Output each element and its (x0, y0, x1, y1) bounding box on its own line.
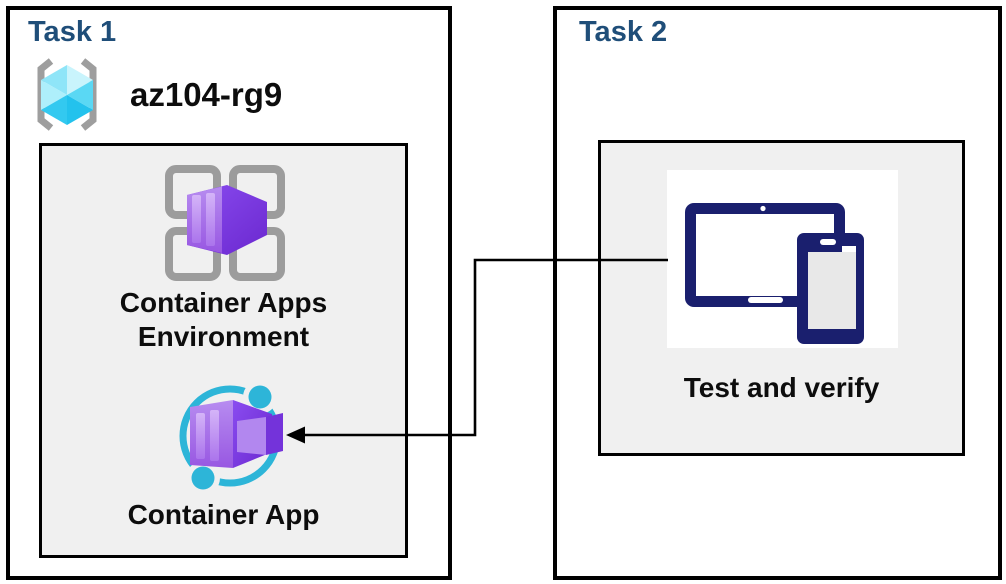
devices-icon-background (667, 170, 898, 348)
task1-title: Task 1 (28, 16, 117, 48)
task2-title: Task 2 (579, 16, 668, 48)
container-apps-environment-icon (163, 163, 287, 283)
container-apps-environment-label: Container Apps Environment (42, 286, 405, 354)
task1-box: Task 1 az104-rg9 (6, 6, 452, 580)
task2-box: Task 2 (553, 6, 1002, 580)
devices-icon (667, 170, 898, 348)
env-label-line1: Container Apps (119, 287, 328, 318)
container-app-label: Container App (127, 499, 320, 530)
resource-group-name: az104-rg9 (130, 76, 283, 113)
container-app-icon (175, 381, 287, 493)
env-label-line2: Environment (137, 321, 310, 352)
task2-inner-panel: Test and verify (598, 140, 965, 456)
task1-inner-panel: Container Apps Environment (39, 143, 408, 558)
resource-group-row: az104-rg9 (32, 56, 282, 134)
resource-group-icon (32, 56, 102, 134)
test-and-verify-label: Test and verify (683, 372, 880, 403)
